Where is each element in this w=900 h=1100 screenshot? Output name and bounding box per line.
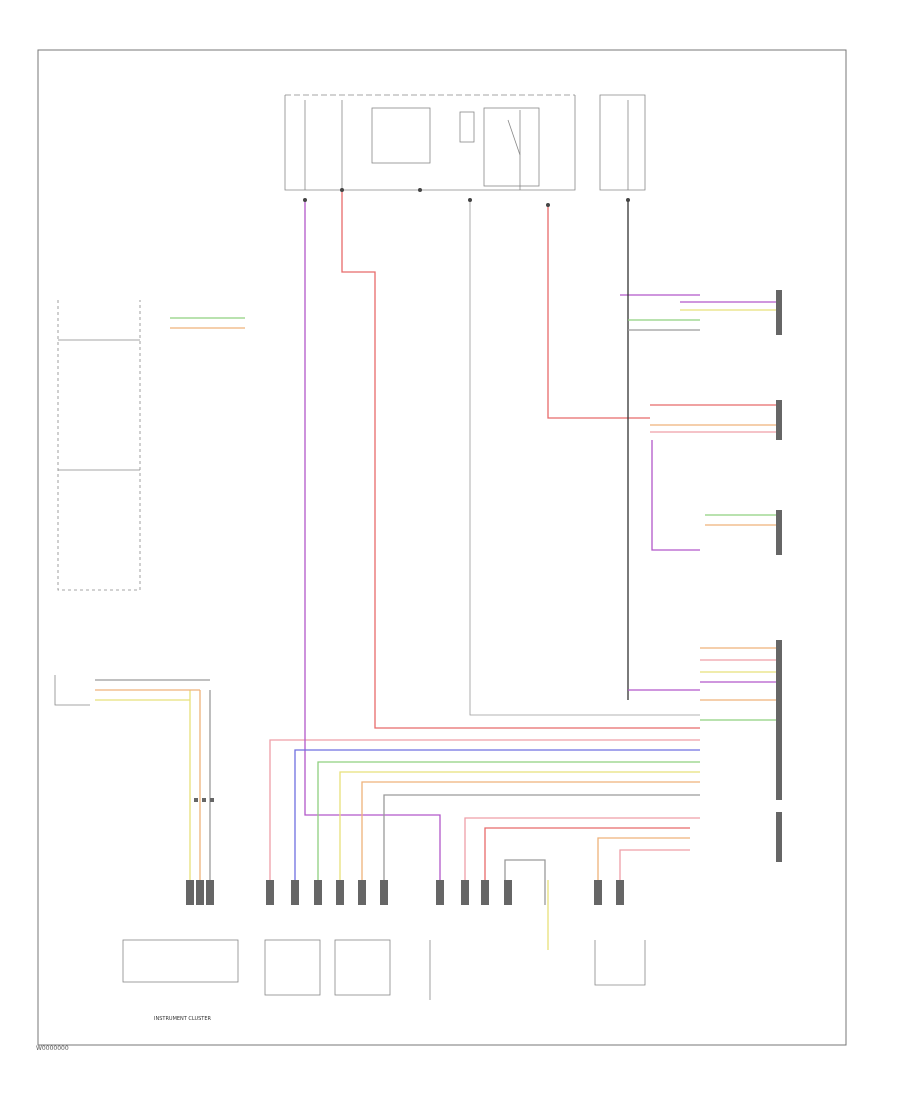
components [54,300,646,1000]
splices [303,188,630,207]
fuse-relay-box [284,94,646,191]
connectors [186,290,782,905]
diagram-border [37,49,847,1046]
instrument-cluster-caption: INSTRUMENT CLUSTER [154,1016,211,1022]
wiring [95,190,780,950]
diagram-code: W0000000 [36,1045,69,1052]
